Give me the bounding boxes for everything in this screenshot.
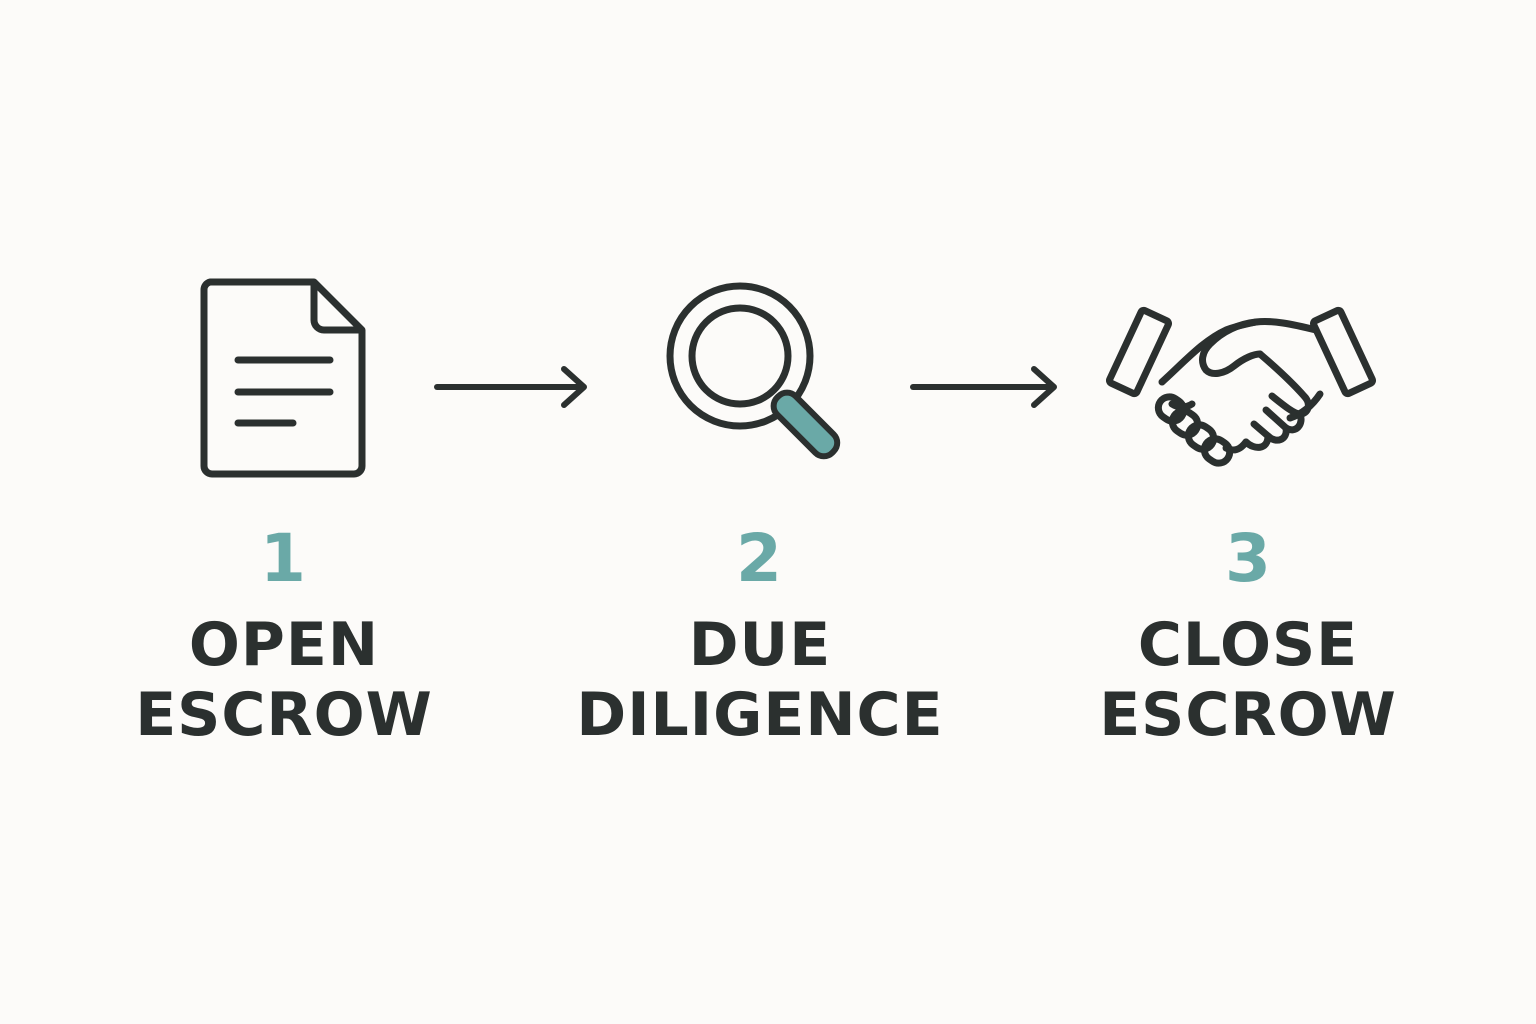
step-label-1-line1: OPEN [188,610,380,680]
magnifying-glass-icon [666,282,841,460]
step-label-3-line1: CLOSE [1137,610,1359,680]
handshake-icon [1106,306,1377,467]
step-label-1: OPEN ESCROW [64,610,504,750]
step-number-2: 2 [736,520,782,597]
step-number-1: 1 [260,520,306,597]
step-label-3: CLOSE ESCROW [1028,610,1468,750]
arrow-right-icon [434,366,587,408]
arrow-right-icon [910,366,1057,408]
step-number-3: 3 [1225,520,1271,597]
step-label-2: DUE DILIGENCE [540,610,980,750]
step-label-3-line2: ESCROW [1099,680,1397,750]
step-label-2-line1: DUE [688,610,832,680]
step-label-2-line2: DILIGENCE [576,680,944,750]
step-label-1-line2: ESCROW [135,680,433,750]
document-icon [200,278,366,478]
